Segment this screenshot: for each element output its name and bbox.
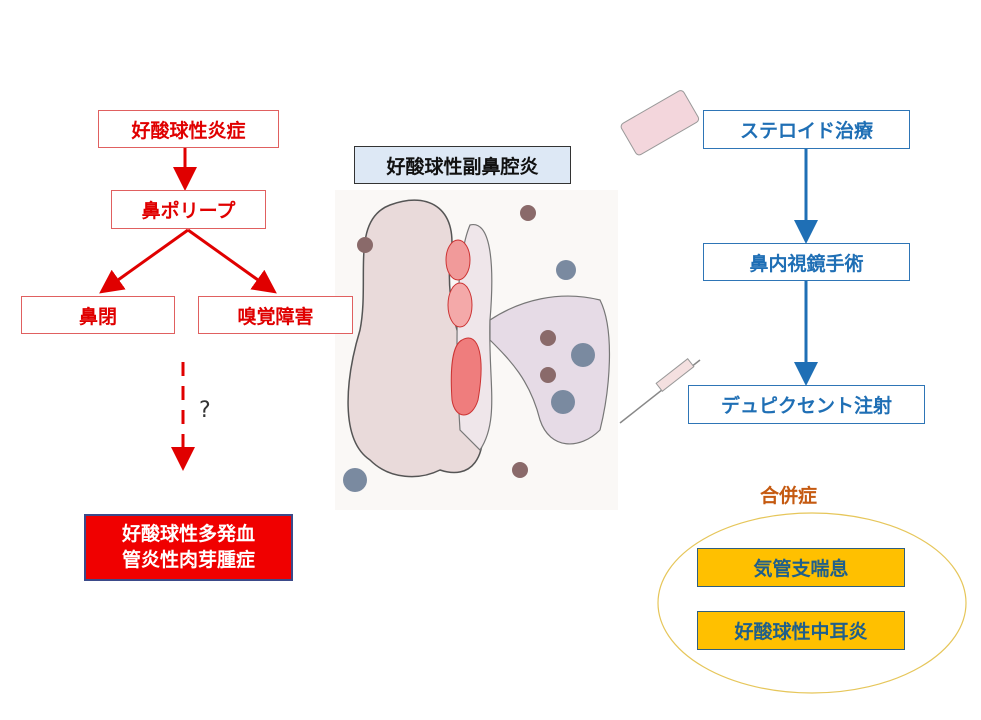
dupixent-box: デュピクセント注射 xyxy=(688,385,925,424)
complication-asthma: 気管支喘息 xyxy=(697,548,905,587)
complication-otitis: 好酸球性中耳炎 xyxy=(697,611,905,650)
center-title: 好酸球性副鼻腔炎 xyxy=(354,146,571,184)
polyp-box: 鼻ポリープ xyxy=(111,190,266,229)
egpa-box: 好酸球性多発血 管炎性肉芽腫症 xyxy=(84,514,293,581)
egpa-line1: 好酸球性多発血 xyxy=(121,522,255,545)
question-mark: ? xyxy=(199,398,211,423)
syringe-illustration xyxy=(619,358,701,424)
egpa-line2: 管炎性肉芽腫症 xyxy=(121,548,255,571)
complications-ellipse xyxy=(657,512,967,694)
arrow-polyp-olfactory xyxy=(187,228,277,294)
complications-title: 合併症 xyxy=(760,485,818,507)
olfactory-box: 嗅覚障害 xyxy=(198,296,353,334)
inflammation-box: 好酸球性炎症 xyxy=(98,110,279,148)
steroid-box: ステロイド治療 xyxy=(703,110,910,149)
pill-pack-illustration xyxy=(620,90,700,156)
nose-illustration xyxy=(335,190,618,510)
arrow-polyp-obstruction xyxy=(99,228,189,294)
obstruction-box: 鼻閉 xyxy=(21,296,175,334)
surgery-box: 鼻内視鏡手術 xyxy=(703,243,910,281)
